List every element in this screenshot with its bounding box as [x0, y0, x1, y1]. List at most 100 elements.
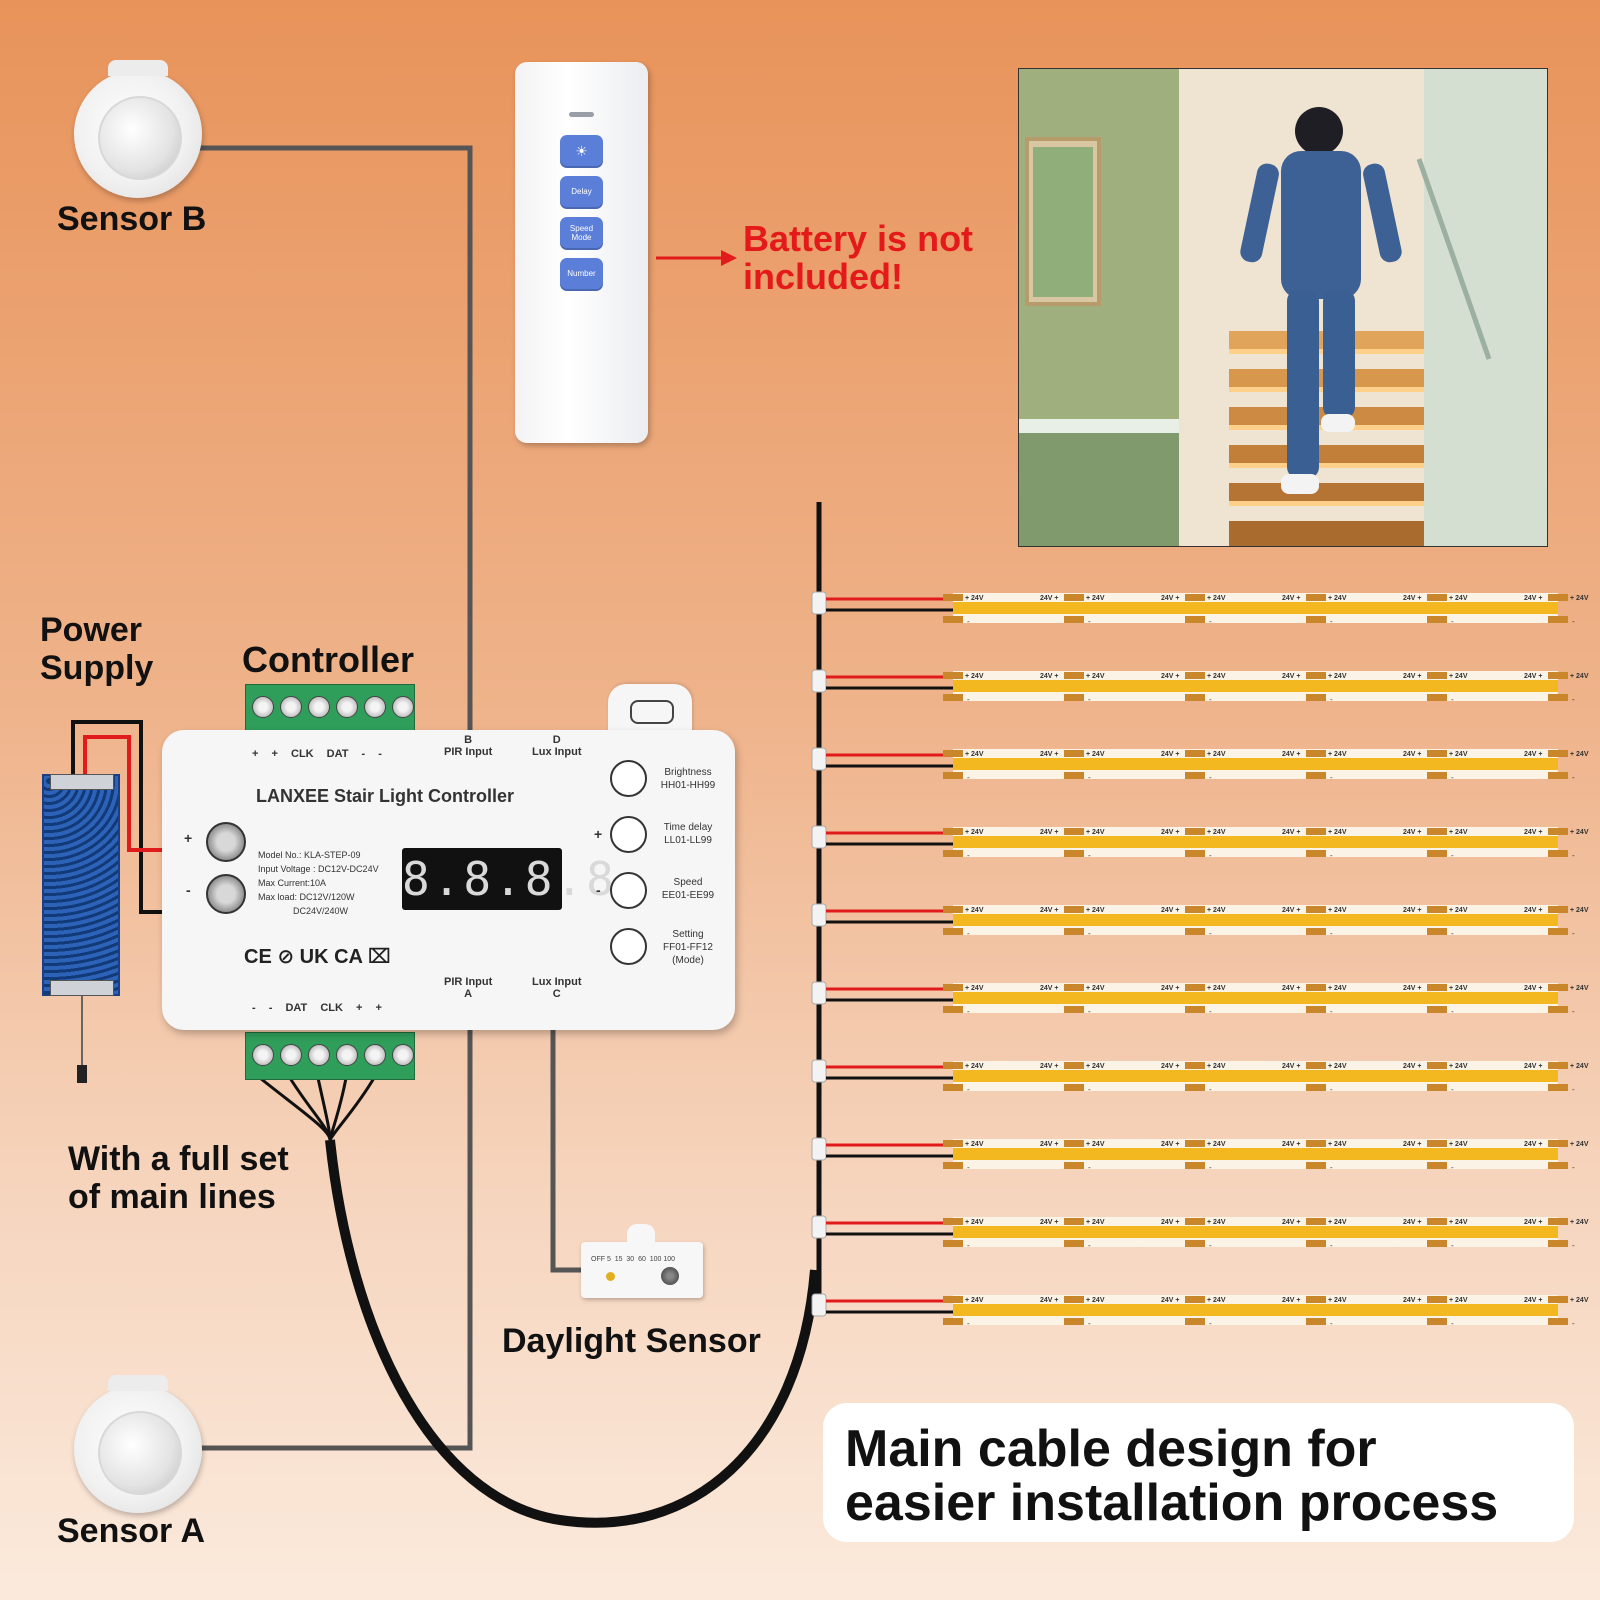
- strip-minus-label: -: [967, 617, 970, 626]
- strip-minus-label: -: [1088, 1007, 1091, 1016]
- strip-pad-plus: [1427, 1218, 1447, 1225]
- strip-pad-plus: [1185, 750, 1205, 757]
- strip-minus-label: -: [967, 1007, 970, 1016]
- speed-button[interactable]: [610, 872, 647, 909]
- brightness-button[interactable]: [610, 760, 647, 797]
- psu-black-wire: [71, 720, 162, 914]
- strip-minus-label: -: [1088, 695, 1091, 704]
- strip-plus-label: 24V +: [1161, 985, 1180, 992]
- psu-red-wire: [83, 735, 162, 852]
- strip-pad-minus: [1548, 1084, 1568, 1091]
- strip-minus-label: -: [967, 1085, 970, 1094]
- strip-plus-label: + 24V: [1328, 1141, 1347, 1148]
- daylight-dial[interactable]: [661, 1267, 679, 1285]
- sensor-a-device: [74, 1375, 202, 1513]
- strip-minus-label: -: [1088, 617, 1091, 626]
- sensor-b-device: [74, 60, 202, 198]
- strip-minus-label: -: [1209, 851, 1212, 860]
- strip-pad-plus: [1548, 1062, 1568, 1069]
- sensor-a-rim: [108, 1375, 168, 1391]
- strip-pad-minus: [943, 772, 963, 779]
- strip-plus-label: 24V +: [1524, 1297, 1543, 1304]
- strip-plus-label: 24V +: [1282, 673, 1301, 680]
- terminal-screw: [336, 696, 358, 718]
- strip-pad-plus: [1306, 906, 1326, 913]
- strip-pad-minus: [1548, 850, 1568, 857]
- strip-plus-label: 24V +: [1040, 1063, 1059, 1070]
- strip-pad-minus: [1185, 694, 1205, 701]
- bottom-terminal-block: [245, 1032, 415, 1080]
- led-strip-cob: [953, 914, 1558, 926]
- pir-input-a-label: PIR Input A: [444, 976, 493, 1000]
- strip-pad-plus: [1427, 672, 1447, 679]
- strip-pad-plus: [1185, 672, 1205, 679]
- strip-pad-minus: [1185, 1240, 1205, 1247]
- led-strip-cob: [953, 680, 1558, 692]
- strip-plus-label: 24V +: [1161, 1219, 1180, 1226]
- strip-plus-label: 24V +: [1524, 673, 1543, 680]
- strip-plus-label: + 24V: [1207, 1063, 1226, 1070]
- led-strip-cob: [953, 1070, 1558, 1082]
- strip-pad-plus: [1306, 1296, 1326, 1303]
- strip-plus-label: 24V +: [1282, 985, 1301, 992]
- remote-speed-mode-button[interactable]: Speed Mode: [560, 217, 603, 250]
- strip-plus-label: 24V +: [1403, 673, 1422, 680]
- strip-minus-label: -: [1209, 1007, 1212, 1016]
- strip-minus-label: -: [967, 851, 970, 860]
- terminal-screw: [392, 696, 414, 718]
- terminal-screw: [280, 696, 302, 718]
- strip-plus-label: + 24V: [1449, 1219, 1468, 1226]
- remote-number-button[interactable]: Number: [560, 258, 603, 291]
- time-delay-button[interactable]: [610, 816, 647, 853]
- sensor-a-wire: [200, 1025, 473, 1451]
- strip-pad-minus: [1306, 1162, 1326, 1169]
- strip-pad-minus: [943, 694, 963, 701]
- terminal-screw: [252, 1044, 274, 1066]
- strip-pad-minus: [1064, 1006, 1084, 1013]
- strip-minus-label: -: [1572, 851, 1575, 860]
- strip-pad-plus: [1185, 1062, 1205, 1069]
- strip-plus-label: 24V +: [1040, 751, 1059, 758]
- strip-plus-label: 24V +: [1282, 1063, 1301, 1070]
- strip-pad-plus: [1185, 906, 1205, 913]
- certification-marks: CE ⊘ UK CA ⌧: [244, 946, 391, 968]
- strip-plus-label: + 24V: [1086, 751, 1105, 758]
- strip-plus-label: + 24V: [965, 907, 984, 914]
- strip-plus-label: + 24V: [1207, 1219, 1226, 1226]
- strip-pad-plus: [1548, 672, 1568, 679]
- daylight-indicator: [606, 1272, 615, 1281]
- spec-line: DC24V/240W: [258, 906, 349, 916]
- strip-pad-plus: [1427, 906, 1447, 913]
- strip-pad-minus: [1306, 1006, 1326, 1013]
- strip-pad-plus: [943, 750, 963, 757]
- strip-plus-label: + 24V: [1570, 1141, 1589, 1148]
- spec-line: Input Voltage : DC12V-DC24V: [258, 864, 379, 874]
- setting-button[interactable]: [610, 928, 647, 965]
- power-supply-label-line2: Supply: [40, 649, 154, 687]
- remote-brightness-button[interactable]: ☀: [560, 135, 603, 168]
- stairway-photo: [1018, 68, 1548, 547]
- strip-connector: [811, 825, 827, 849]
- top-terminal-block: [245, 684, 415, 732]
- strip-pad-minus: [943, 1006, 963, 1013]
- remote-delay-button[interactable]: Delay: [560, 176, 603, 209]
- strip-minus-label: -: [1451, 1007, 1454, 1016]
- strip-plus-label: 24V +: [1040, 1141, 1059, 1148]
- strip-pad-minus: [1427, 772, 1447, 779]
- strip-plus-label: 24V +: [1040, 829, 1059, 836]
- lux-input-d-label: D Lux Input: [532, 734, 582, 758]
- strip-pad-minus: [943, 1318, 963, 1325]
- strip-minus-label: -: [967, 1163, 970, 1172]
- strip-pad-plus: [1306, 750, 1326, 757]
- strip-minus-label: -: [1451, 1319, 1454, 1328]
- top-terminal-label: -: [378, 748, 382, 760]
- time-delay-plus-sign: +: [594, 826, 603, 842]
- strip-pad-minus: [1427, 850, 1447, 857]
- strip-minus-label: -: [1330, 773, 1333, 782]
- strip-plus-label: + 24V: [1570, 751, 1589, 758]
- terminal-screw: [364, 696, 386, 718]
- strip-minus-label: -: [1451, 929, 1454, 938]
- strip-plus-label: 24V +: [1161, 1063, 1180, 1070]
- strip-minus-label: -: [1330, 851, 1333, 860]
